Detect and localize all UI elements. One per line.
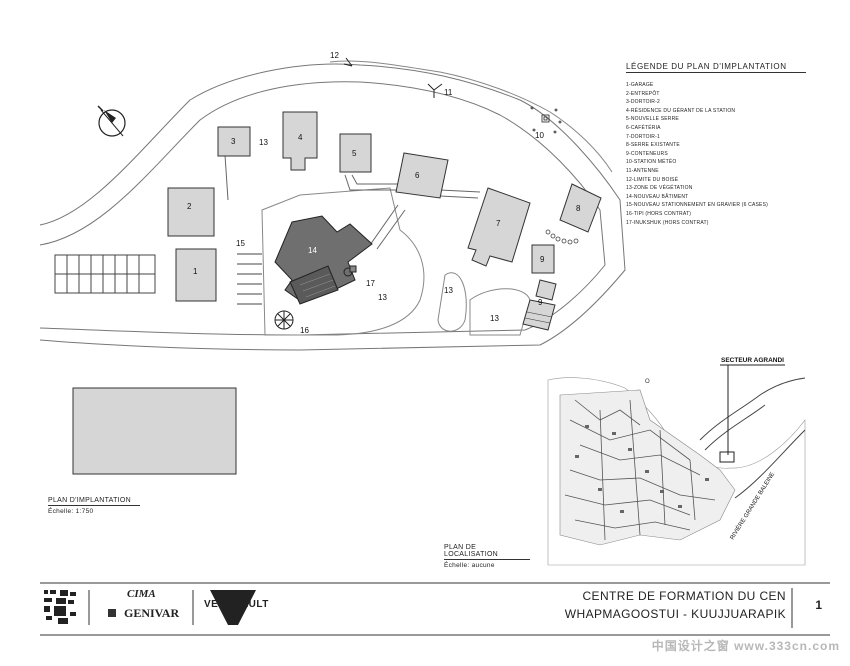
antenna-icon (427, 83, 443, 98)
tree-line-marker (343, 57, 353, 67)
building-7-dormitory-1 (467, 187, 531, 267)
legend-item: 16-TIPI (HORS CONTRAT) (626, 210, 692, 217)
label-13a: 13 (259, 138, 268, 147)
firm-logo-icon (44, 590, 76, 624)
label-16: 16 (300, 326, 309, 335)
legend-item: 3-DORTOIR-2 (626, 99, 660, 106)
inukshuk-icon (343, 265, 357, 277)
title-block: CIMA GENIVAR VERREAULT CENTRE DE FORMATI… (40, 583, 830, 635)
legend-item: 4-RÉSIDENCE DU GÉRANT DE LA STATION (626, 107, 736, 114)
building-9-container-a (531, 244, 555, 274)
location-plan-scale: Échelle: aucune (444, 562, 495, 569)
river-label: RIVIÈRE GRANDE BALEINE (729, 471, 776, 541)
legend-item: 8-SERRE EXISTANTE (626, 142, 680, 149)
weather-station-icon (530, 106, 562, 134)
label-13c: 13 (444, 286, 453, 295)
walkways (224, 154, 481, 250)
label-9b: 9 (538, 298, 543, 307)
building-6-cafeteria (395, 152, 449, 199)
building-8-existing-greenhouse (559, 183, 602, 233)
legend: LÉGENDE DU PLAN D'IMPLANTATION 1-GARAGE … (626, 62, 806, 227)
gravel-parking (237, 253, 262, 305)
label-13b: 13 (378, 293, 387, 302)
location-mark: O (645, 379, 650, 385)
tipi-icon (274, 310, 294, 330)
logo-cima: CIMA (127, 588, 156, 600)
building-4-manager-residence (282, 111, 318, 171)
inner-lot (261, 187, 425, 336)
label-11: 11 (444, 88, 453, 97)
label-8: 8 (576, 204, 581, 213)
label-5: 5 (352, 149, 357, 158)
label-1: 1 (193, 267, 198, 276)
legend-item: 14-NOUVEAU BÂTIMENT (626, 193, 689, 200)
building-14-new-building (274, 215, 373, 305)
logo-genivar: GENIVAR (124, 606, 180, 620)
legend-item: 10-STATION MÉTÉO (626, 159, 677, 166)
sheet-number: 1 (815, 598, 822, 612)
blank-site-area (72, 387, 237, 475)
project-title-line2: WHAPMAGOOSTUI - KUUJJUARAPIK (564, 607, 786, 621)
tree-line (329, 60, 613, 173)
label-15: 15 (236, 239, 245, 248)
legend-item: 7-DORTOIR-1 (626, 133, 660, 140)
genivar-mark-icon (108, 609, 116, 617)
boulders (545, 229, 579, 245)
parking-grid (54, 254, 156, 294)
project-title-line1: CENTRE DE FORMATION DU CEN (582, 589, 786, 603)
label-9a: 9 (540, 255, 545, 264)
legend-item: 11-ANTENNE (626, 167, 659, 174)
legend-title: LÉGENDE DU PLAN D'IMPLANTATION (626, 62, 806, 73)
legend-item: 5-NOUVELLE SERRE (626, 116, 679, 123)
building-5-new-greenhouse (339, 133, 372, 173)
label-12: 12 (330, 51, 339, 60)
label-14: 14 (308, 246, 317, 255)
label-3: 3 (231, 137, 236, 146)
sector-label: SECTEUR AGRANDI (721, 357, 784, 364)
building-3-dormitory-2 (217, 126, 251, 157)
legend-item: 15-NOUVEAU STATIONNEMENT EN GRAVIER (6 C… (626, 202, 768, 209)
legend-item: 6-CAFÉTÉRIA (626, 124, 661, 131)
site-plan-title: PLAN D'IMPLANTATION (48, 497, 140, 506)
label-2: 2 (187, 202, 192, 211)
legend-item: 2-ENTREPÔT (626, 90, 660, 97)
label-13d: 13 (490, 314, 499, 323)
label-7: 7 (496, 219, 501, 228)
logo-verreault: VERREAULT (204, 599, 269, 610)
site-plan-caption: PLAN D'IMPLANTATION Échelle: 1:750 (48, 497, 140, 515)
legend-item: 1-GARAGE (626, 82, 654, 88)
legend-item: 9-CONTENEURS (626, 150, 668, 157)
road-outline-outer (39, 63, 626, 351)
location-plan-caption: PLAN DE LOCALISATION Échelle: aucune (444, 544, 530, 569)
legend-item: 13-ZONE DE VÉGÉTATION (626, 185, 693, 192)
legend-item: 12-LIMITE DU BOISÉ (626, 176, 679, 183)
north-arrow-icon (97, 105, 126, 137)
building-1-garage (175, 248, 217, 302)
label-10: 10 (535, 131, 544, 140)
label-6: 6 (415, 171, 420, 180)
building-9-container-c (535, 279, 557, 301)
vegetation-zone-south (469, 288, 531, 336)
watermark: 中国设计之窗 www.333cn.com (651, 639, 840, 653)
label-4: 4 (298, 133, 303, 142)
legend-item: 17-INUKSHUK (HORS CONTRAT) (626, 219, 709, 226)
location-map: O SECTEUR AGRANDI RIVIÈRE GRANDE BALEINE (547, 357, 806, 566)
verreault-v-icon (210, 590, 256, 625)
site-plan-scale: Échelle: 1:750 (48, 508, 94, 515)
vegetation-zone-east (437, 272, 467, 332)
location-plan-title: PLAN DE LOCALISATION (444, 544, 530, 560)
building-2-warehouse (167, 187, 215, 237)
legend-list: 1-GARAGE 2-ENTREPÔT 3-DORTOIR-2 4-RÉSIDE… (626, 81, 806, 227)
label-17: 17 (366, 279, 375, 288)
